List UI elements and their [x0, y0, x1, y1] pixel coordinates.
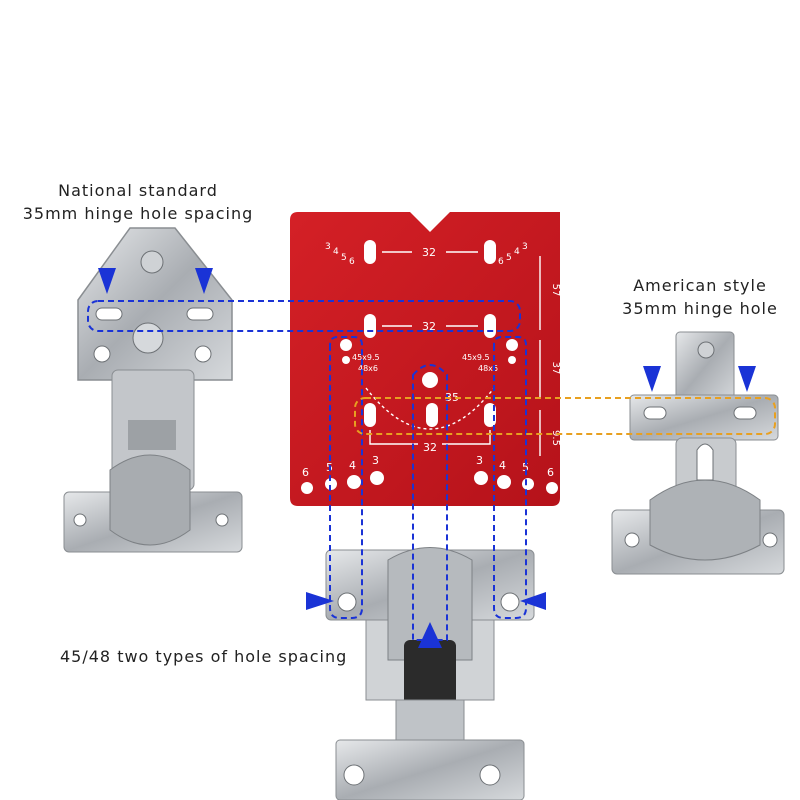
down-arrow-icon [738, 366, 756, 392]
bottom-right-4: 4 [499, 459, 506, 472]
down-arrow-icon [98, 268, 116, 294]
american-style-caption: American style 35mm hinge hole [600, 274, 800, 320]
blue-arrow-markers [98, 268, 756, 648]
hole-spacing-caption: 45/48 two types of hole spacing [60, 647, 348, 666]
down-arrow-icon [195, 268, 213, 294]
offset-label-2: 48x6 [358, 364, 378, 373]
row2-dim-label: 32 [422, 320, 436, 333]
left-arrow-icon [520, 592, 546, 610]
down-arrow-icon [643, 366, 661, 392]
national-standard-caption: National standard 35mm hinge hole spacin… [18, 179, 258, 225]
scale-right-5: 5 [506, 253, 512, 263]
offset-label-4: 48x6 [478, 364, 498, 373]
scale-left-6: 6 [349, 257, 355, 267]
scale-right-6: 6 [498, 257, 504, 267]
side-dim-57: 57 [550, 284, 561, 297]
orange-guide [354, 397, 776, 435]
national-caption-line2: 35mm hinge hole spacing [22, 204, 254, 223]
bottom-left-3: 3 [372, 454, 379, 467]
row3-dim-label: 32 [423, 441, 437, 454]
right-hinge [611, 331, 785, 575]
bottom-right-5: 5 [522, 461, 529, 474]
scale-left-5: 5 [341, 253, 347, 263]
blue-guides [87, 300, 527, 641]
bottom-left-4: 4 [349, 459, 356, 472]
scale-right-4: 4 [514, 247, 520, 257]
right-arrow-icon [306, 592, 334, 610]
up-arrow-icon [418, 622, 442, 648]
scale-left-4: 4 [333, 247, 339, 257]
left-hinge [63, 227, 243, 553]
offset-label-3: 45x9.5 [462, 353, 490, 362]
scale-left-3: 3 [325, 242, 331, 252]
bottom-right-3: 3 [476, 454, 483, 467]
national-caption-line1: National standard [58, 181, 218, 200]
row1-dim-label: 32 [422, 246, 436, 259]
bottom-left-6: 6 [302, 466, 309, 479]
american-caption-line2: 35mm hinge hole [622, 299, 778, 318]
center-dim-label: 35 [445, 391, 459, 404]
side-dim-37: 37 [550, 362, 561, 375]
american-caption-line1: American style [633, 276, 767, 295]
bottom-right-6: 6 [547, 466, 554, 479]
side-dim-9-5: 9.5 [550, 430, 561, 446]
bottom-hinge [325, 547, 535, 800]
offset-label-1: 45x9.5 [352, 353, 380, 362]
scale-right-3: 3 [522, 242, 528, 252]
